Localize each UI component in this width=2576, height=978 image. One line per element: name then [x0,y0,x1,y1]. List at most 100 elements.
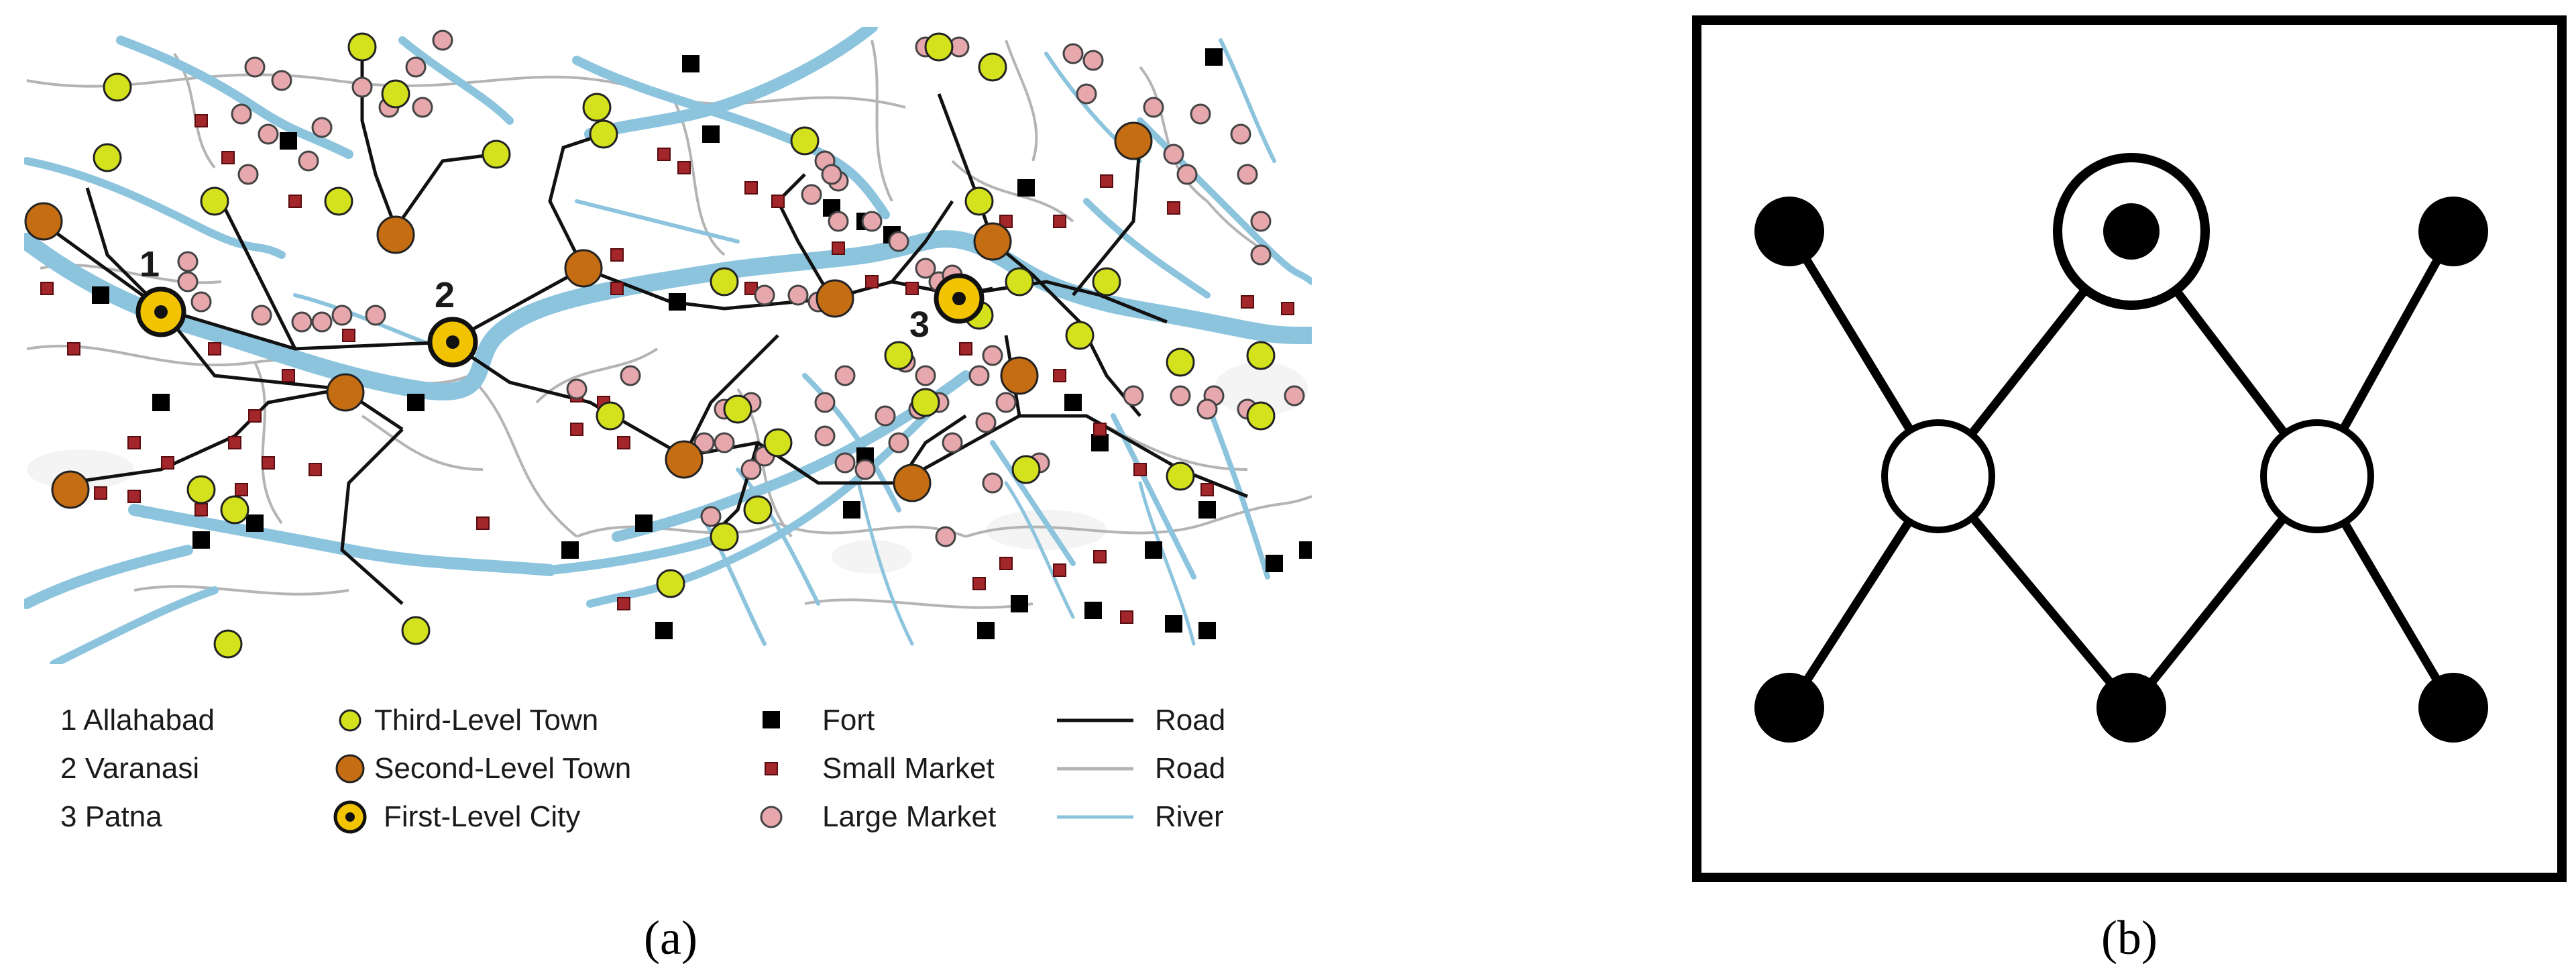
small-market-symbol [289,665,301,677]
large-market-symbol [1082,50,1104,71]
large-market-symbol [365,305,386,326]
large-market-symbol [834,452,856,474]
large-market-symbol [1237,164,1258,185]
legend-city-patna: 3 Patna [60,800,162,833]
small-market-symbol [1053,563,1066,577]
large-market-symbol [828,211,849,232]
second-level-town-symbol [1000,356,1039,395]
large-market-symbol [968,365,990,386]
fort-symbol [682,55,699,72]
small-market-symbol [235,483,248,496]
diagram-frame [1692,15,2567,882]
third-level-town-symbol [723,394,752,424]
large-market-symbol [1076,83,1097,105]
small-market-symbol [999,557,1013,570]
fort-symbol [1145,541,1162,559]
large-market-symbol [258,123,279,145]
small-market-symbol [476,517,490,530]
node-center-city [2053,153,2210,310]
second-level-town-symbol [376,215,415,254]
small-market-symbol [1241,295,1254,309]
fort-symbol [635,514,653,532]
third-level-town-symbol [710,522,739,551]
large-markets [177,30,1305,547]
large-market-symbol [982,345,1003,366]
third-level-town-symbol [324,186,353,216]
large-market-symbol [231,103,252,125]
small-market-symbol [570,423,583,436]
large-market-symbol [177,271,199,292]
large-market-symbol [975,412,997,433]
small-market-symbol [1100,174,1113,188]
legend-first-level-city-symbol [333,800,367,834]
large-market-symbol [814,425,836,447]
small-market-symbol [1093,423,1107,436]
fort-symbol [977,622,995,639]
legend-city-varanasi: 2 Varanasi [60,752,199,785]
third-level-town-symbol [93,143,122,172]
second-level-town-symbol [1114,121,1153,160]
small-market-symbol [194,114,208,127]
fort-symbol [1198,501,1216,519]
small-market-symbol [127,490,141,503]
small-market-symbol [127,436,141,449]
large-market-symbol [1143,97,1164,118]
third-level-town-symbol [656,569,685,598]
legend-second-level-town-symbol [335,754,365,783]
large-market-symbol [1176,164,1198,185]
third-level-town-symbol [1065,321,1095,350]
second-level-town-symbol [973,222,1012,261]
small-market-symbol [999,215,1013,228]
large-market-symbol [291,311,313,333]
large-market-symbol [237,164,259,185]
map-panel: 1 2 3 [24,27,1312,677]
large-market-symbol [740,459,762,480]
node-bottom-center [2096,673,2166,743]
large-market-symbol [1250,211,1272,232]
fort-symbol [843,501,860,519]
small-market-symbol [610,282,624,295]
legend-road-minor-label: Road [1155,752,1225,785]
large-market-symbol [821,164,842,185]
large-market-symbol [787,284,809,306]
city-label-varanasi-number: 2 [435,275,455,315]
panel-a-label: (a) [644,911,697,965]
second-level-town-symbol [893,464,932,502]
third-level-town-symbol [884,341,913,370]
small-market-symbol [282,369,295,382]
second-level-town-symbol [564,249,603,288]
large-market-symbol [311,311,333,333]
large-market-symbol [1163,144,1184,165]
third-level-town-symbol [596,401,625,431]
second-level-town-symbol [665,440,704,479]
small-market-symbol [1200,483,1214,496]
large-market-symbol [1250,244,1272,266]
fort-symbol [92,286,109,304]
large-market-symbol [298,150,319,172]
fort-symbol [246,514,264,532]
large-market-symbol [271,70,292,91]
third-level-town-symbol [200,186,229,216]
small-market-symbol [161,456,174,470]
legend-river-label: River [1155,800,1224,833]
third-level-town-symbol [964,186,994,216]
third-level-town-symbol [911,388,940,417]
fort-symbol [655,622,673,639]
third-level-town-symbol [1246,401,1276,431]
fort-symbol [702,125,720,143]
large-market-symbol [995,392,1017,413]
small-market-symbol [657,148,671,161]
large-market-symbol [251,305,272,326]
fort-symbol [1084,602,1102,619]
legend-road-major-label: Road [1155,704,1225,737]
node-bottom-left [1754,673,1824,743]
fort-symbol [1299,541,1312,559]
small-market-symbol [208,342,221,356]
panel-b-label: (b) [2101,911,2158,965]
hierarchy-diagram [1692,15,2567,882]
large-market-symbol [190,291,212,313]
fort-symbol [669,293,686,311]
small-market-symbol [1053,215,1066,228]
fort-symbol [1017,179,1035,197]
map-legend: 1 Allahabad 2 Varanasi 3 Patna Third-Lev… [60,704,1225,834]
